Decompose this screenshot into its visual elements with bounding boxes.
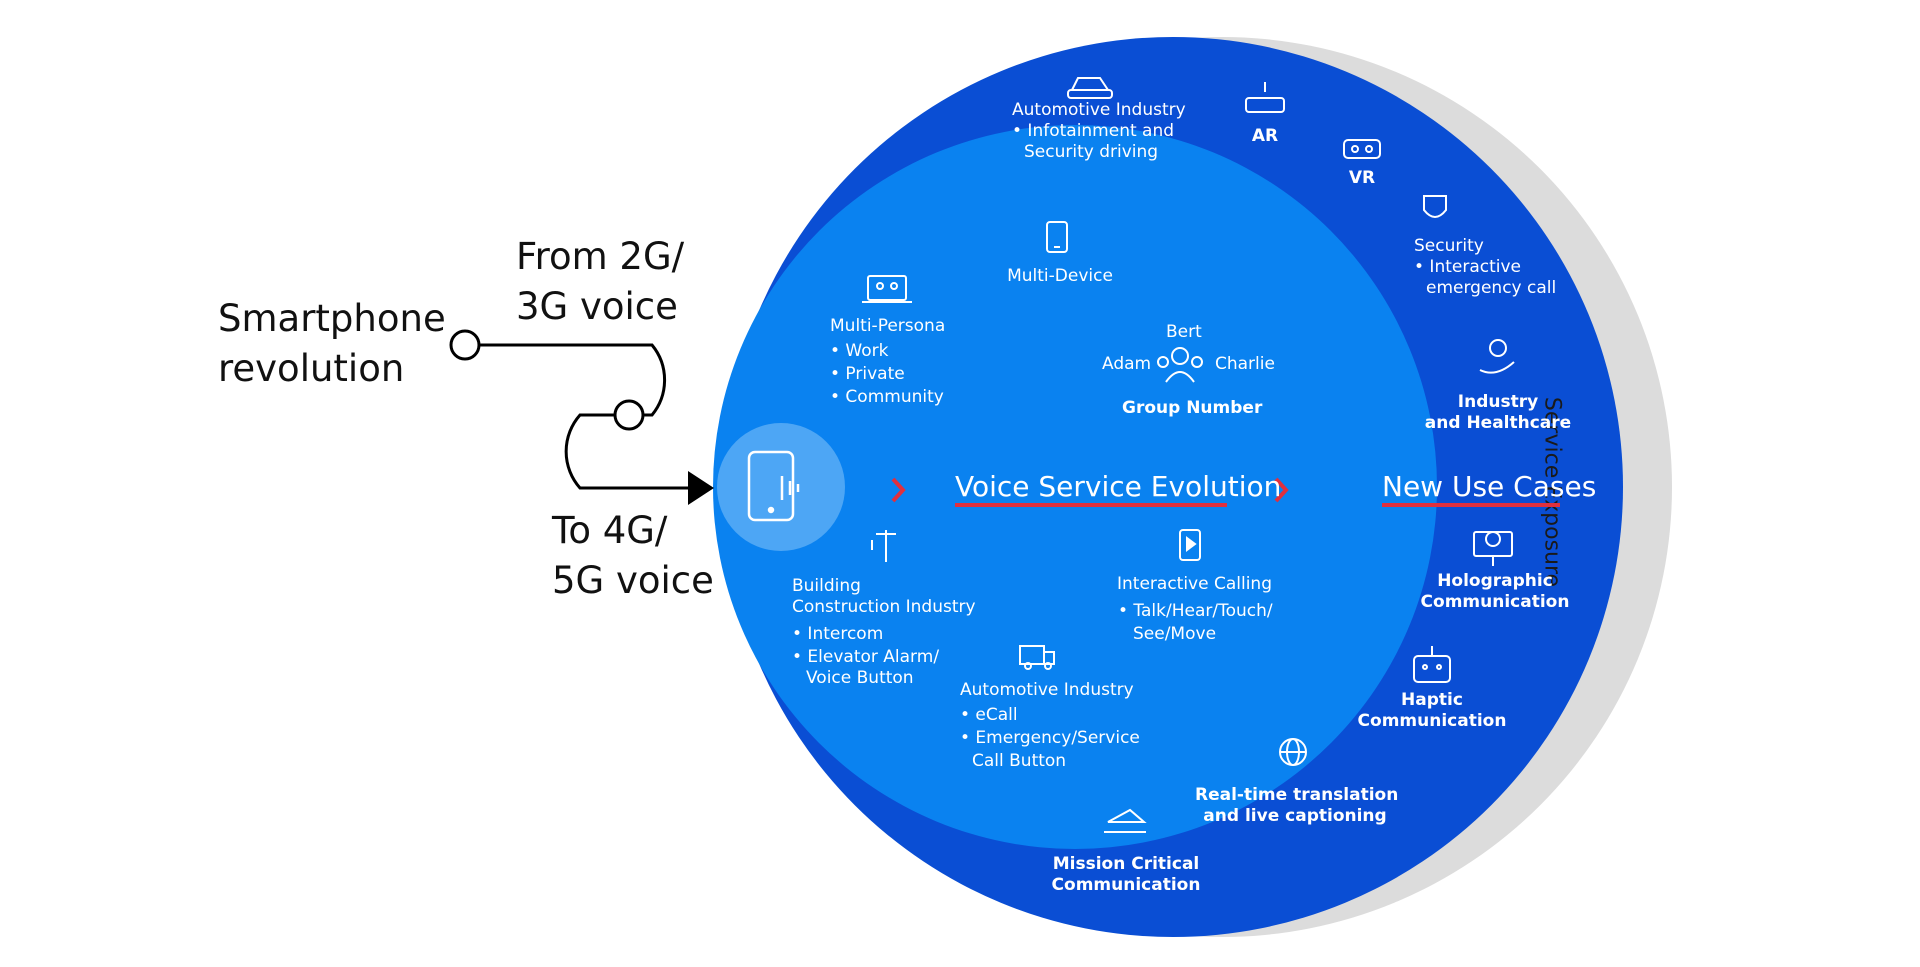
from-label: From 2G/ 3G voice — [516, 235, 685, 328]
center-title-underline — [955, 503, 1227, 507]
start-node — [449, 329, 481, 361]
security-block: Security • Interactive emergency call — [1414, 236, 1557, 298]
group-users-icon — [1157, 347, 1203, 383]
persona-laptop-icon — [862, 275, 912, 303]
chevron-right-icon — [891, 477, 906, 503]
mission-critical-label: Mission Critical Communication — [1051, 854, 1201, 895]
robot-icon — [1413, 646, 1451, 683]
center-title: Voice Service Evolution — [955, 470, 1282, 503]
train-icon — [1104, 808, 1147, 833]
holographic-label: Holographic Communication — [1420, 571, 1570, 612]
translation-label: Real-time translation and live captionin… — [1195, 785, 1399, 826]
building-block: Building Construction Industry • Interco… — [792, 576, 976, 688]
group-charlie: Charlie — [1215, 354, 1275, 374]
interactive-phone-icon — [1179, 529, 1201, 561]
vr-headset-icon — [1343, 139, 1381, 159]
crane-icon — [871, 530, 896, 562]
smartphone-label: Smartphone revolution — [218, 297, 446, 390]
automotive-inner-block: Automotive Industry • eCall • Emergency/… — [960, 680, 1140, 771]
ar-glasses-icon — [1245, 82, 1285, 113]
haptic-label: Haptic Communication — [1357, 690, 1507, 731]
group-adam: Adam — [1102, 354, 1152, 374]
multi-device-label: Multi-Device — [1007, 266, 1113, 286]
right-title-underline — [1382, 503, 1560, 507]
mid-node — [613, 399, 645, 431]
industry-label: Industry and Healthcare — [1424, 392, 1572, 433]
ar-label: AR — [1251, 126, 1279, 146]
group-bert: Bert — [1166, 322, 1202, 342]
mobile-device-icon — [1046, 221, 1068, 253]
group-title: Group Number — [1122, 398, 1263, 418]
vr-label: VR — [1348, 168, 1376, 188]
to-label: To 4G/ 5G voice — [552, 509, 714, 602]
path-arrowhead — [688, 471, 714, 505]
evolution-path — [478, 343, 690, 490]
shield-icon — [1423, 195, 1447, 218]
phone-voice-icon — [747, 450, 800, 522]
multi-persona-block: Multi-Persona • Work • Private • Communi… — [830, 316, 946, 407]
holographic-icon — [1473, 531, 1513, 566]
inner-circle — [713, 125, 1437, 849]
globe-chat-icon — [1279, 738, 1307, 766]
car-icon — [1067, 77, 1113, 99]
right-title: New Use Cases — [1382, 470, 1597, 503]
truck-icon — [1019, 645, 1055, 670]
gear-hand-icon — [1479, 339, 1515, 374]
automotive-outer-block: Automotive Industry • Infotainment and S… — [1012, 100, 1186, 162]
interactive-calling-block: Interactive Calling • Talk/Hear/Touch/ S… — [1117, 574, 1273, 644]
chevron-right-icon — [1274, 477, 1289, 503]
